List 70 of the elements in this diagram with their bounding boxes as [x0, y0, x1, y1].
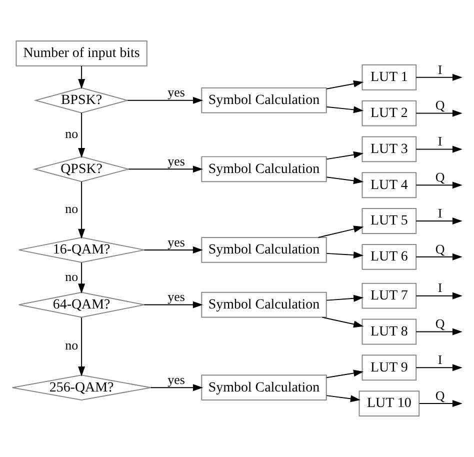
node-diamond: BPSK?: [34, 87, 130, 114]
edge-label: yes: [168, 84, 185, 100]
arrow: [78, 317, 86, 377]
node-box: LUT 5: [362, 208, 417, 234]
arrow: [127, 96, 204, 104]
node-box: LUT 10: [358, 390, 420, 416]
arrow: [326, 151, 364, 160]
arrow: [144, 301, 203, 308]
arrow: [326, 251, 364, 258]
arrow: [78, 65, 86, 90]
arrow: [416, 292, 462, 300]
edge-label: no: [65, 200, 78, 216]
edge-label: Q: [435, 170, 445, 185]
node-box: Number of input bits: [16, 40, 148, 66]
arrow: [416, 74, 462, 81]
edge-label: yes: [168, 289, 185, 304]
arrow: [416, 364, 462, 372]
arrow: [418, 400, 462, 408]
edge-label: no: [65, 126, 78, 142]
arrow: [326, 106, 364, 114]
arrow: [318, 226, 364, 238]
edge-label: no: [65, 338, 78, 353]
node-box: Symbol Calculation: [201, 236, 327, 263]
node-box: LUT 2: [362, 100, 417, 126]
edge-label: Q: [435, 316, 445, 332]
node-diamond: 64-QAM?: [18, 292, 145, 318]
node-box: LUT 4: [362, 172, 417, 198]
edge-label: I: [438, 352, 442, 368]
arrow: [78, 262, 86, 294]
arrow: [416, 253, 462, 260]
node-diamond: 256-QAM?: [12, 374, 152, 401]
arrow: [78, 112, 86, 158]
node-box: Symbol Calculation: [201, 87, 327, 114]
edge-label: no: [65, 268, 78, 284]
arrow: [416, 218, 462, 225]
node-diamond: QPSK?: [32, 156, 130, 182]
arrow: [326, 370, 364, 378]
node-box: LUT 6: [362, 244, 417, 270]
edge-label: yes: [168, 234, 185, 250]
arrow: [416, 110, 462, 117]
arrow: [326, 176, 364, 184]
arrow: [416, 146, 462, 153]
edge-label: I: [438, 205, 442, 220]
arrow: [150, 384, 204, 392]
edge-label: Q: [435, 241, 445, 256]
arrow: [78, 181, 86, 239]
arrow: [416, 328, 462, 336]
arrow: [416, 182, 462, 189]
arrow: [326, 395, 360, 402]
node-box: Symbol Calculation: [201, 374, 327, 401]
node-box: LUT 9: [362, 354, 417, 381]
edge-label: Q: [435, 388, 445, 403]
node-box: LUT 8: [362, 318, 417, 345]
node-box: Symbol Calculation: [201, 156, 327, 182]
edge-label: I: [438, 134, 442, 149]
edge-label: I: [438, 62, 442, 77]
node-box: LUT 1: [362, 64, 417, 90]
edge-label: yes: [168, 372, 185, 387]
arrow: [326, 294, 364, 302]
node-box: LUT 3: [362, 136, 417, 162]
edge-label: Q: [435, 98, 445, 113]
arrow: [326, 80, 364, 90]
node-diamond: 16-QAM?: [18, 236, 145, 263]
node-box: LUT 7: [362, 282, 417, 309]
edge-label: I: [438, 280, 442, 296]
arrow: [322, 316, 364, 328]
arrow: [128, 166, 203, 173]
node-box: Symbol Calculation: [201, 292, 327, 318]
edge-label: yes: [168, 154, 185, 169]
arrow: [144, 246, 203, 254]
